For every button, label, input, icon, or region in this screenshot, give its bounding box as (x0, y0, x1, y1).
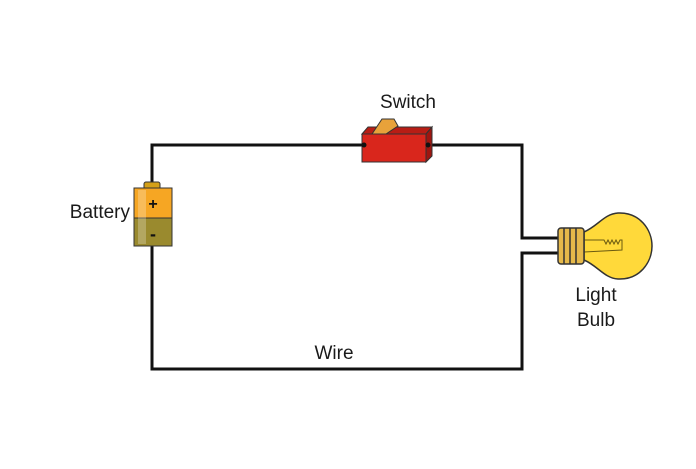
battery-negative-symbol: - (150, 224, 156, 244)
battery-label: Battery (69, 202, 130, 223)
light-bulb-label-line2: Bulb (576, 310, 616, 331)
bulb-base (557, 227, 585, 265)
switch-label: Switch (380, 92, 436, 113)
bulb-filament (583, 238, 623, 253)
battery-positive-symbol: + (148, 196, 157, 213)
wire-bottom (150, 245, 560, 371)
battery-shine (138, 190, 146, 244)
light-bulb-label: Light Bulb (556, 283, 636, 333)
battery: + - (133, 181, 173, 247)
bulb-glass (583, 212, 653, 280)
switch-toggle (371, 118, 399, 135)
switch-terminal-left (361, 142, 367, 148)
battery-top-half (133, 187, 173, 219)
switch (360, 118, 434, 164)
wire-top-right (428, 143, 560, 240)
wire-top-left (150, 143, 364, 192)
wire-label: Wire (314, 343, 354, 364)
light-bulb (557, 212, 653, 280)
switch-body-front (361, 133, 427, 163)
wire-loop (150, 143, 560, 371)
switch-terminal-right (425, 142, 431, 148)
battery-bottom-half (133, 217, 173, 247)
light-bulb-label-line1: Light (575, 285, 617, 306)
